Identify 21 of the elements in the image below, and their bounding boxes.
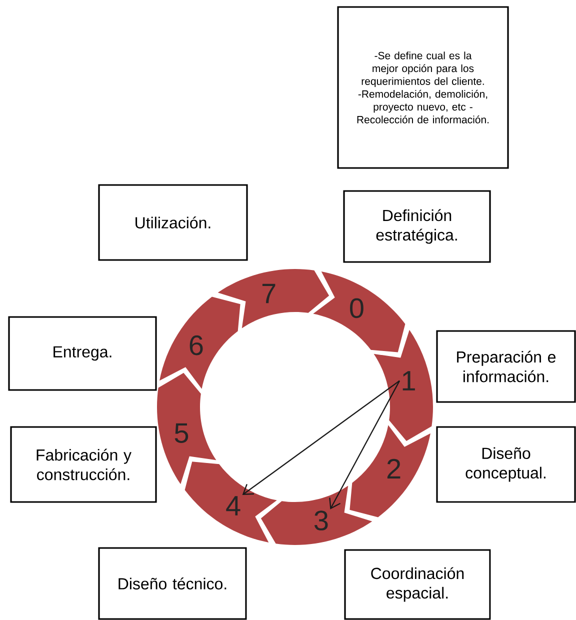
text-box: Diseño conceptual. — [436, 426, 576, 503]
node-label: 7 — [262, 284, 276, 304]
text-box: Coordinación espacial. — [344, 549, 491, 620]
chevron-segment: 3 — [260, 486, 372, 545]
node-label: 3 — [314, 510, 328, 530]
text-box: Diseño técnico. — [98, 547, 247, 620]
arrow — [329, 380, 400, 510]
chevron-segment: 1 — [374, 330, 433, 442]
chevron-segment: 2 — [350, 425, 430, 518]
chevron-segment: 5 — [157, 372, 216, 484]
chevron-segment: 0 — [313, 272, 406, 352]
chevron-segment: 7 — [218, 269, 330, 328]
chevron-segment: 4 — [184, 462, 277, 542]
text-box: -Se define cual es la mejor opción para los requerimientos del cliente. -Remodelación, demolición, proyecto nuevo, etc -Recolección de información. — [337, 6, 509, 169]
chevron-segment: 6 — [160, 296, 240, 389]
text-box: Preparación e información. — [436, 330, 576, 403]
text-box: Fabricación y construcción. — [10, 426, 157, 503]
text-box: Definición estratégica. — [343, 190, 491, 263]
text-box: Utilización. — [98, 184, 248, 261]
arrow — [242, 380, 400, 495]
text-box: Entrega. — [8, 316, 157, 391]
